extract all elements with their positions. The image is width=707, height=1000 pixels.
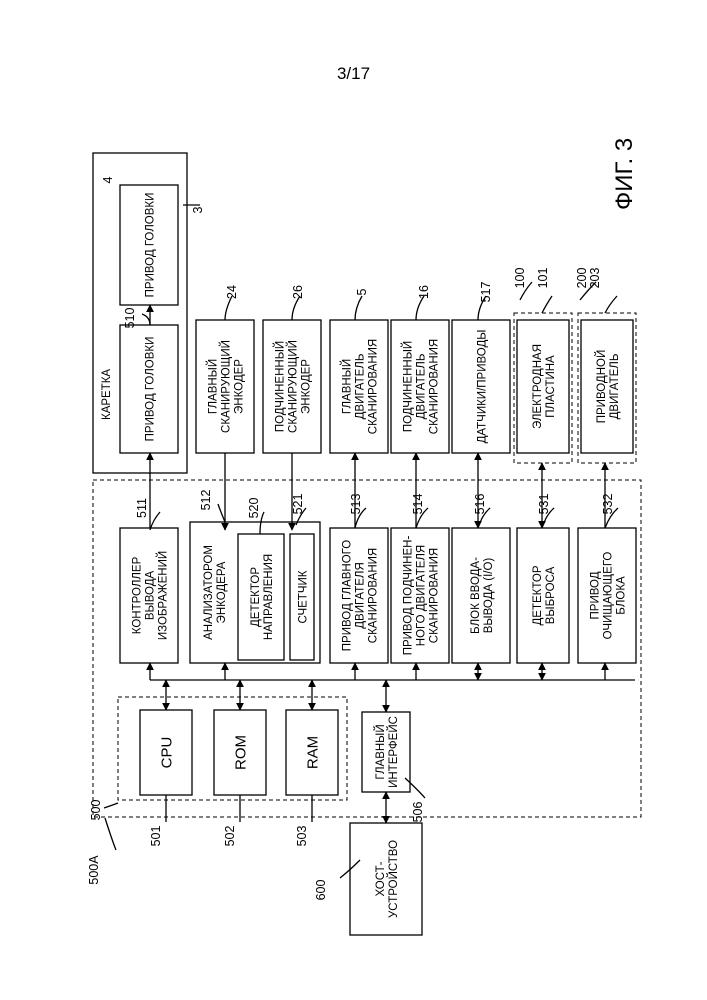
host-interface-ref: 506 xyxy=(411,802,425,823)
cleaning-driver-block: ПРИВОДОЧИЩАЮЩЕГОБЛОКА xyxy=(578,528,636,663)
controller-ref: 500 xyxy=(89,800,103,821)
cpu-label: CPU xyxy=(159,737,176,769)
head-driver-label: ПРИВОД ГОЛОВКИ xyxy=(145,337,157,442)
sensors-ref: 517 xyxy=(479,282,493,303)
ejection-detector-label: ДЕТЕКТОРВЫБРОСА xyxy=(532,565,557,625)
head-drive-block: ПРИВОД ГОЛОВКИ xyxy=(120,185,178,305)
host-interface-block: ГЛАВНЫЙИНТЕРФЕЙС xyxy=(362,712,410,792)
sub-motor-driver-block: ПРИВОД ПОДЧИНЕН-НОГО ДВИГАТЕЛЯСКАНИРОВАН… xyxy=(391,528,449,663)
sensors-label: ДАТЧИКИ/ПРИВОДЫ xyxy=(477,330,489,444)
counter-ref: 521 xyxy=(291,494,305,515)
rom-label: ROM xyxy=(233,735,250,770)
sub-motor-driver-label: ПРИВОД ПОДЧИНЕН-НОГО ДВИГАТЕЛЯСКАНИРОВАН… xyxy=(403,536,441,656)
io-block-ref: 516 xyxy=(473,494,487,515)
electrode-group-ref: 100 xyxy=(513,268,527,289)
drive-motor-block: ПРИВОДНОЙДВИГАТЕЛЬ xyxy=(581,320,633,453)
ram-ref: 503 xyxy=(295,826,309,847)
electrode-plate-label: ЭЛЕКТРОДНАЯПЛАСТИНА xyxy=(532,344,557,429)
electrode-plate-block: ЭЛЕКТРОДНАЯПЛАСТИНА xyxy=(517,320,569,453)
figure-label: ФИГ. 3 xyxy=(611,138,638,210)
sub-motor-ref: 16 xyxy=(417,285,431,299)
rom-ref: 502 xyxy=(223,826,237,847)
io-block-label: БЛОК ВВОДА-ВЫВОДА (I/O) xyxy=(470,557,495,634)
carriage-title: КАРЕТКА xyxy=(101,369,113,420)
host-device-block: ХОСТ-УСТРОЙСТВО xyxy=(350,823,422,935)
head-drive-label: ПРИВОД ГОЛОВКИ xyxy=(145,193,157,298)
main-encoder-ref: 24 xyxy=(225,285,239,299)
direction-detector-ref: 520 xyxy=(247,498,261,519)
cleaning-driver-ref: 532 xyxy=(601,494,615,515)
image-output-controller-block: КОНТРОЛЛЕРВЫВОДАИЗОБРАЖЕНИЙ xyxy=(120,528,178,663)
drive-motor-label: ПРИВОДНОЙДВИГАТЕЛЬ xyxy=(595,350,621,424)
host-device-ref: 600 xyxy=(314,880,328,901)
electrode-plate-ref: 101 xyxy=(536,268,550,289)
head-drive-ref: 4 xyxy=(101,176,115,183)
direction-detector-block: ДЕТЕКТОРНАПРАВЛЕНИЯ xyxy=(238,534,284,660)
sub-motor-driver-ref: 514 xyxy=(411,494,425,515)
sensors-block: ДАТЧИКИ/ПРИВОДЫ xyxy=(452,320,510,453)
host-interface-label: ГЛАВНЫЙИНТЕРФЕЙС xyxy=(374,716,400,788)
counter-label: СЧЕТЧИК xyxy=(298,570,310,623)
rom-block: ROM xyxy=(214,710,266,795)
cleaning-group-ref: 200 xyxy=(575,268,589,289)
encoder-analyzer-ref: 512 xyxy=(199,490,213,511)
sub-encoder-ref: 26 xyxy=(291,285,305,299)
cpu-block: CPU xyxy=(140,710,192,795)
sub-motor-block: ПОДЧИНЕННЫЙДВИГАТЕЛЬСКАНИРОВАНИЯ xyxy=(391,320,449,453)
main-motor-driver-block: ПРИВОД ГЛАВНОГОДВИГАТЕЛЯСКАНИРОВАНИЯ xyxy=(330,528,388,663)
head-driver-block: ПРИВОД ГОЛОВКИ xyxy=(120,325,178,453)
main-motor-driver-ref: 513 xyxy=(349,494,363,515)
counter-block: СЧЕТЧИК xyxy=(290,534,314,660)
ram-label: RAM xyxy=(305,736,322,769)
ejection-detector-block: ДЕТЕКТОРВЫБРОСА xyxy=(517,528,569,663)
image-output-controller-ref: 511 xyxy=(135,498,149,518)
carriage-ref: 3 xyxy=(191,206,205,213)
sub-encoder-block: ПОДЧИНЕННЫЙСКАНИРУЮЩИЙЭНКОДЕР xyxy=(263,320,321,453)
main-motor-block: ГЛАВНЫЙДВИГАТЕЛЬСКАНИРОВАНИЯ xyxy=(330,320,388,453)
ejection-detector-ref: 531 xyxy=(537,494,551,515)
main-encoder-block: ГЛАВНЫЙСКАНИРУЮЩИЙЭНКОДЕР xyxy=(196,320,254,453)
cpu-group-ref: 500A xyxy=(87,855,101,885)
main-motor-ref: 5 xyxy=(355,288,369,295)
ram-block: RAM xyxy=(286,710,338,795)
head-driver-ref: 510 xyxy=(123,308,137,329)
cpu-ref: 501 xyxy=(149,826,163,847)
drive-motor-ref: 203 xyxy=(588,268,602,289)
io-block-block: БЛОК ВВОДА-ВЫВОДА (I/O) xyxy=(452,528,510,663)
